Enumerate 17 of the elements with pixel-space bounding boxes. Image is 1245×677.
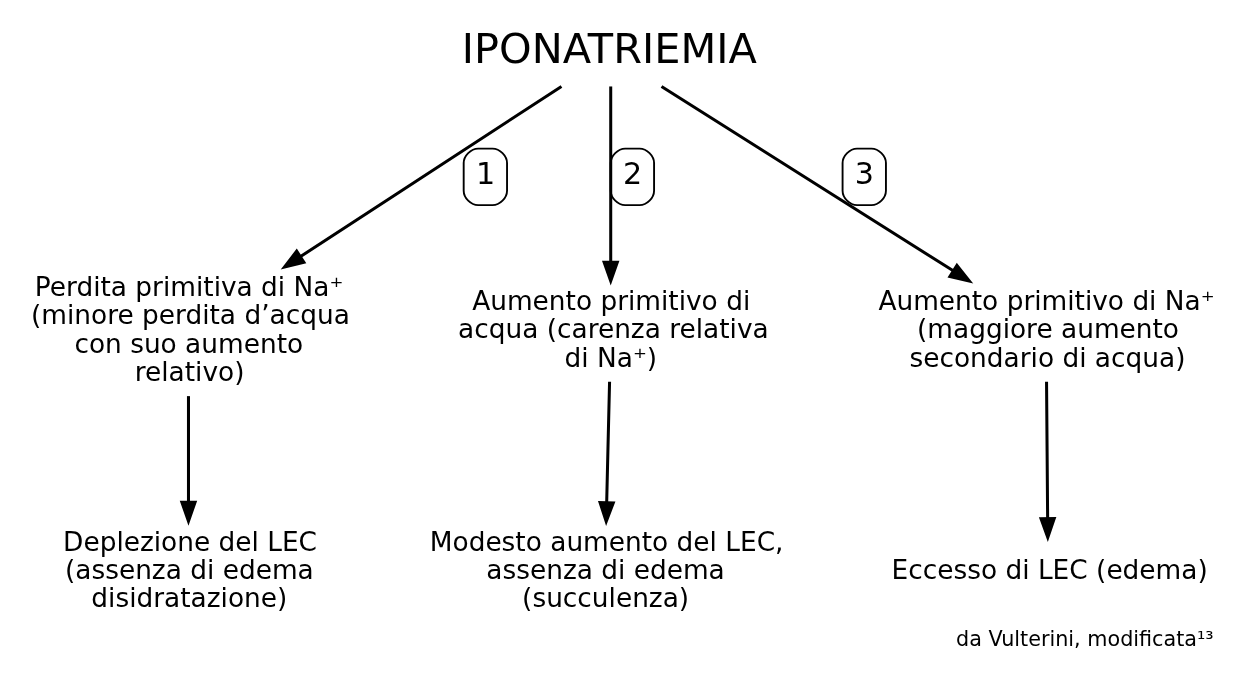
node-text: Aumento primitivo di Na⁺ (maggiore aumento secondario di acqua): [878, 285, 1215, 373]
node-text: Aumento primitivo di acqua (carenza relativa di Na⁺): [458, 285, 769, 373]
arrow: [1038, 381, 1057, 542]
node-text: Eccesso di LEC (edema): [891, 554, 1208, 585]
arrow: [597, 381, 616, 526]
arrow: [280, 84, 563, 269]
edge-label: 2: [622, 155, 643, 191]
node-text: IPONATRIEMIA: [461, 24, 757, 73]
arrow: [660, 84, 974, 283]
node-text: Deplezione del LEC (assenza di edema disidratazione): [63, 526, 318, 613]
arrow: [179, 395, 198, 526]
arrow: [602, 85, 620, 286]
node-text: Modesto aumento del LEC, assenza di edema (succulenza): [429, 526, 784, 613]
node-text: Perdita primitiva di Na⁺ (minore perdita d’acqua con suo aumento relativo): [31, 271, 350, 387]
edge-label: 3: [854, 155, 875, 191]
caption: da Vulterini, modificata¹³: [955, 626, 1214, 651]
edge-label: 1: [475, 155, 496, 191]
